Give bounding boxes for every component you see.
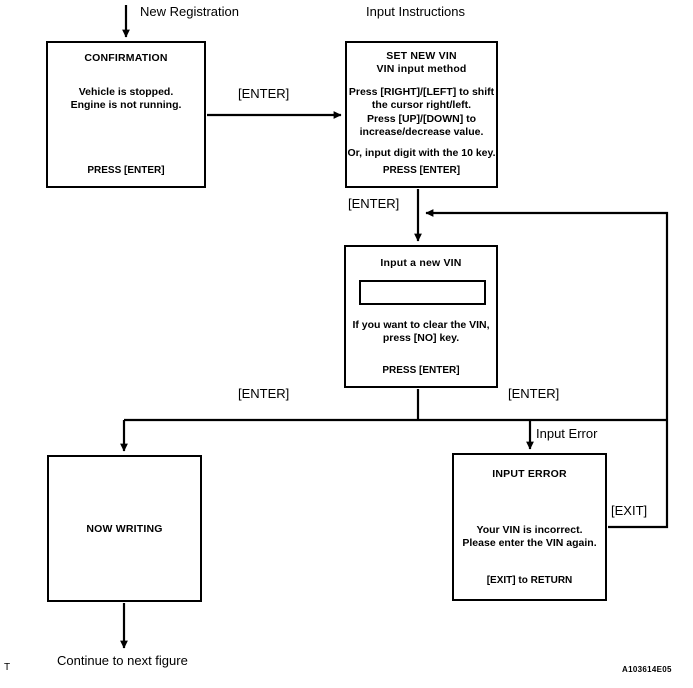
edge-label-enter-to-input-error: [ENTER] <box>508 386 560 401</box>
confirmation-title: CONFIRMATION <box>84 52 168 64</box>
input-error-footer: [EXIT] to RETURN <box>486 574 573 586</box>
figure-id-label: A103614E05 <box>622 665 672 674</box>
set-new-vin-body: Press [RIGHT]/[LEFT] to shift the cursor… <box>348 86 495 138</box>
confirmation-footer: PRESS [ENTER] <box>87 164 165 176</box>
set-new-vin-footer: PRESS [ENTER] <box>382 164 461 176</box>
edge-label-exit-return: [EXIT] <box>611 503 648 518</box>
caption-input-error-branch: Input Error <box>536 426 598 441</box>
screen-box-confirmation: CONFIRMATION Vehicle is stopped. Engine … <box>46 41 206 188</box>
screen-box-input-error: INPUT ERROR Your VIN is incorrect. Pleas… <box>452 453 607 601</box>
edge-label-enter-setvin-to-inputvin: [ENTER] <box>348 196 400 211</box>
input-new-vin-footer: PRESS [ENTER] <box>382 364 460 376</box>
caption-new-registration: New Registration <box>140 4 239 19</box>
input-error-body: Your VIN is incorrect. Please enter the … <box>462 524 597 550</box>
screen-box-now-writing: NOW WRITING <box>47 455 202 602</box>
edge-label-enter-confirmation-to-setvin: [ENTER] <box>238 86 290 101</box>
screen-box-set-new-vin: SET NEW VIN VIN input method Press [RIGH… <box>345 41 498 188</box>
edge-label-enter-to-now-writing: [ENTER] <box>238 386 290 401</box>
input-new-vin-body: If you want to clear the VIN, press [NO]… <box>352 319 490 345</box>
input-new-vin-title: Input a new VIN <box>380 257 462 269</box>
now-writing-title: NOW WRITING <box>86 523 163 535</box>
screen-box-input-new-vin: Input a new VIN If you want to clear the… <box>344 245 498 388</box>
input-error-title: INPUT ERROR <box>492 468 567 480</box>
vin-input-field[interactable] <box>359 280 486 305</box>
set-new-vin-title: SET NEW VIN VIN input method <box>376 50 467 76</box>
corner-registration-mark: T <box>4 662 11 673</box>
confirmation-body: Vehicle is stopped. Engine is not runnin… <box>70 86 182 112</box>
caption-input-instructions: Input Instructions <box>366 4 465 19</box>
caption-continue-to-next-figure: Continue to next figure <box>57 653 188 668</box>
set-new-vin-body-secondary: Or, input digit with the 10 key. <box>347 146 496 159</box>
